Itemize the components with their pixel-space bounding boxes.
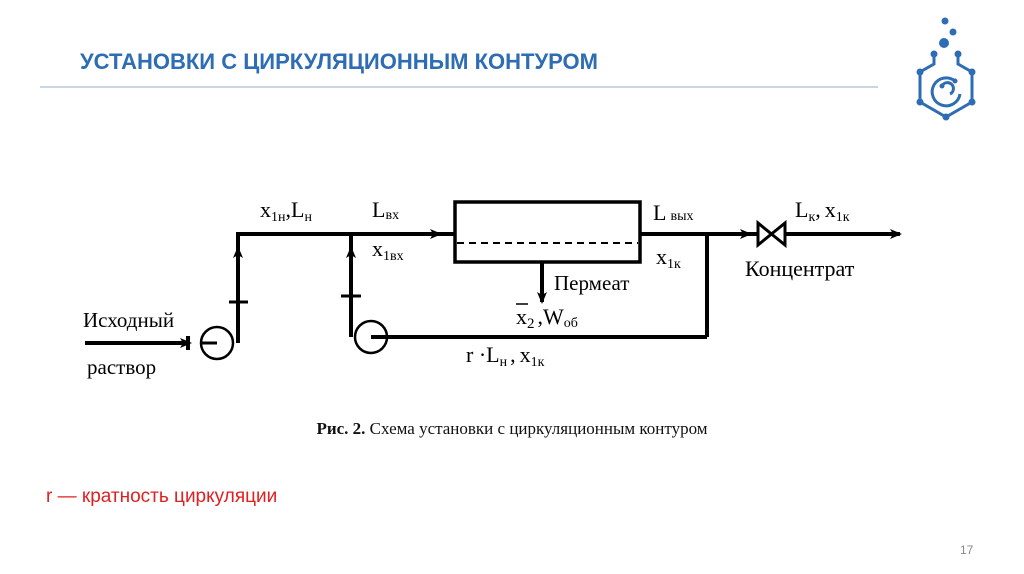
lvx-label: L [372,197,385,222]
circulation-ratio-note: r — кратность циркуляции [46,486,278,507]
recycle-x-label: x [520,342,531,367]
svg-text:Lвх: Lвх [372,197,399,223]
lvyx-sub: вых [670,209,693,224]
figure-caption-text: Схема установки с циркуляционным контуро… [365,419,708,438]
svg-text:Lк,x1к: Lк,x1к [795,197,850,225]
ln-label: L [291,197,304,222]
concentrate-label: Концентрат [745,256,855,281]
feed-label-line2: раствор [87,355,156,379]
recycle-l-label: L [486,342,499,367]
ln-sep: , [286,197,292,222]
valve-icon [756,219,787,249]
figure-caption: Рис. 2. Схема установки с циркуляционным… [0,419,1024,439]
lk-sub: к [808,210,815,225]
flask-molecule-logo-icon [916,17,976,121]
recycle-l-sub: н [500,355,508,370]
title-divider [40,86,878,88]
svg-text:x1н,Lн: x1н,Lн [260,197,312,225]
x1k-out-label: x [656,244,667,269]
recycle-r-label: r · [466,342,486,367]
feed-label-line1: Исходный [83,308,174,332]
lvx-sub: вх [385,208,399,223]
x1vx-sub: 1вх [383,249,404,264]
x1k-conc-sub: 1к [836,210,850,225]
x1vx-label: x [372,236,383,261]
lvyx-label: L [653,200,666,225]
slide-title: УСТАНОВКИ С ЦИРКУЛЯЦИОННЫМ КОНТУРОМ [80,49,598,74]
permeate-label: Пермеат [554,271,630,295]
x1k-out-sub: 1к [667,257,681,272]
x1n-label: x [260,197,271,222]
x1k-conc-label: x [825,197,836,222]
svg-text:x1вх: x1вх [372,236,404,264]
recycle-sep: , [510,342,516,367]
membrane-module [453,200,642,264]
x2-label: x [516,304,527,329]
lk-label: L [795,197,808,222]
svg-text:r ·Lн,x1к: r ·Lн,x1к [466,342,545,370]
ln-sub: н [304,210,312,225]
figure-caption-number: Рис. 2. [316,419,366,438]
recycle-x-sub: 1к [531,355,545,370]
lk-sep: , [815,197,821,222]
page-number: 17 [960,543,974,557]
svg-text:x2,Wоб: x2,Wоб [516,304,578,332]
svg-text:x1к: x1к [656,244,681,272]
x2-sub: 2 [527,316,535,332]
wob-label: W [543,304,564,329]
x1n-sub: 1н [271,210,286,225]
wob-sub: об [564,316,578,331]
wob-sep: , [538,304,544,329]
